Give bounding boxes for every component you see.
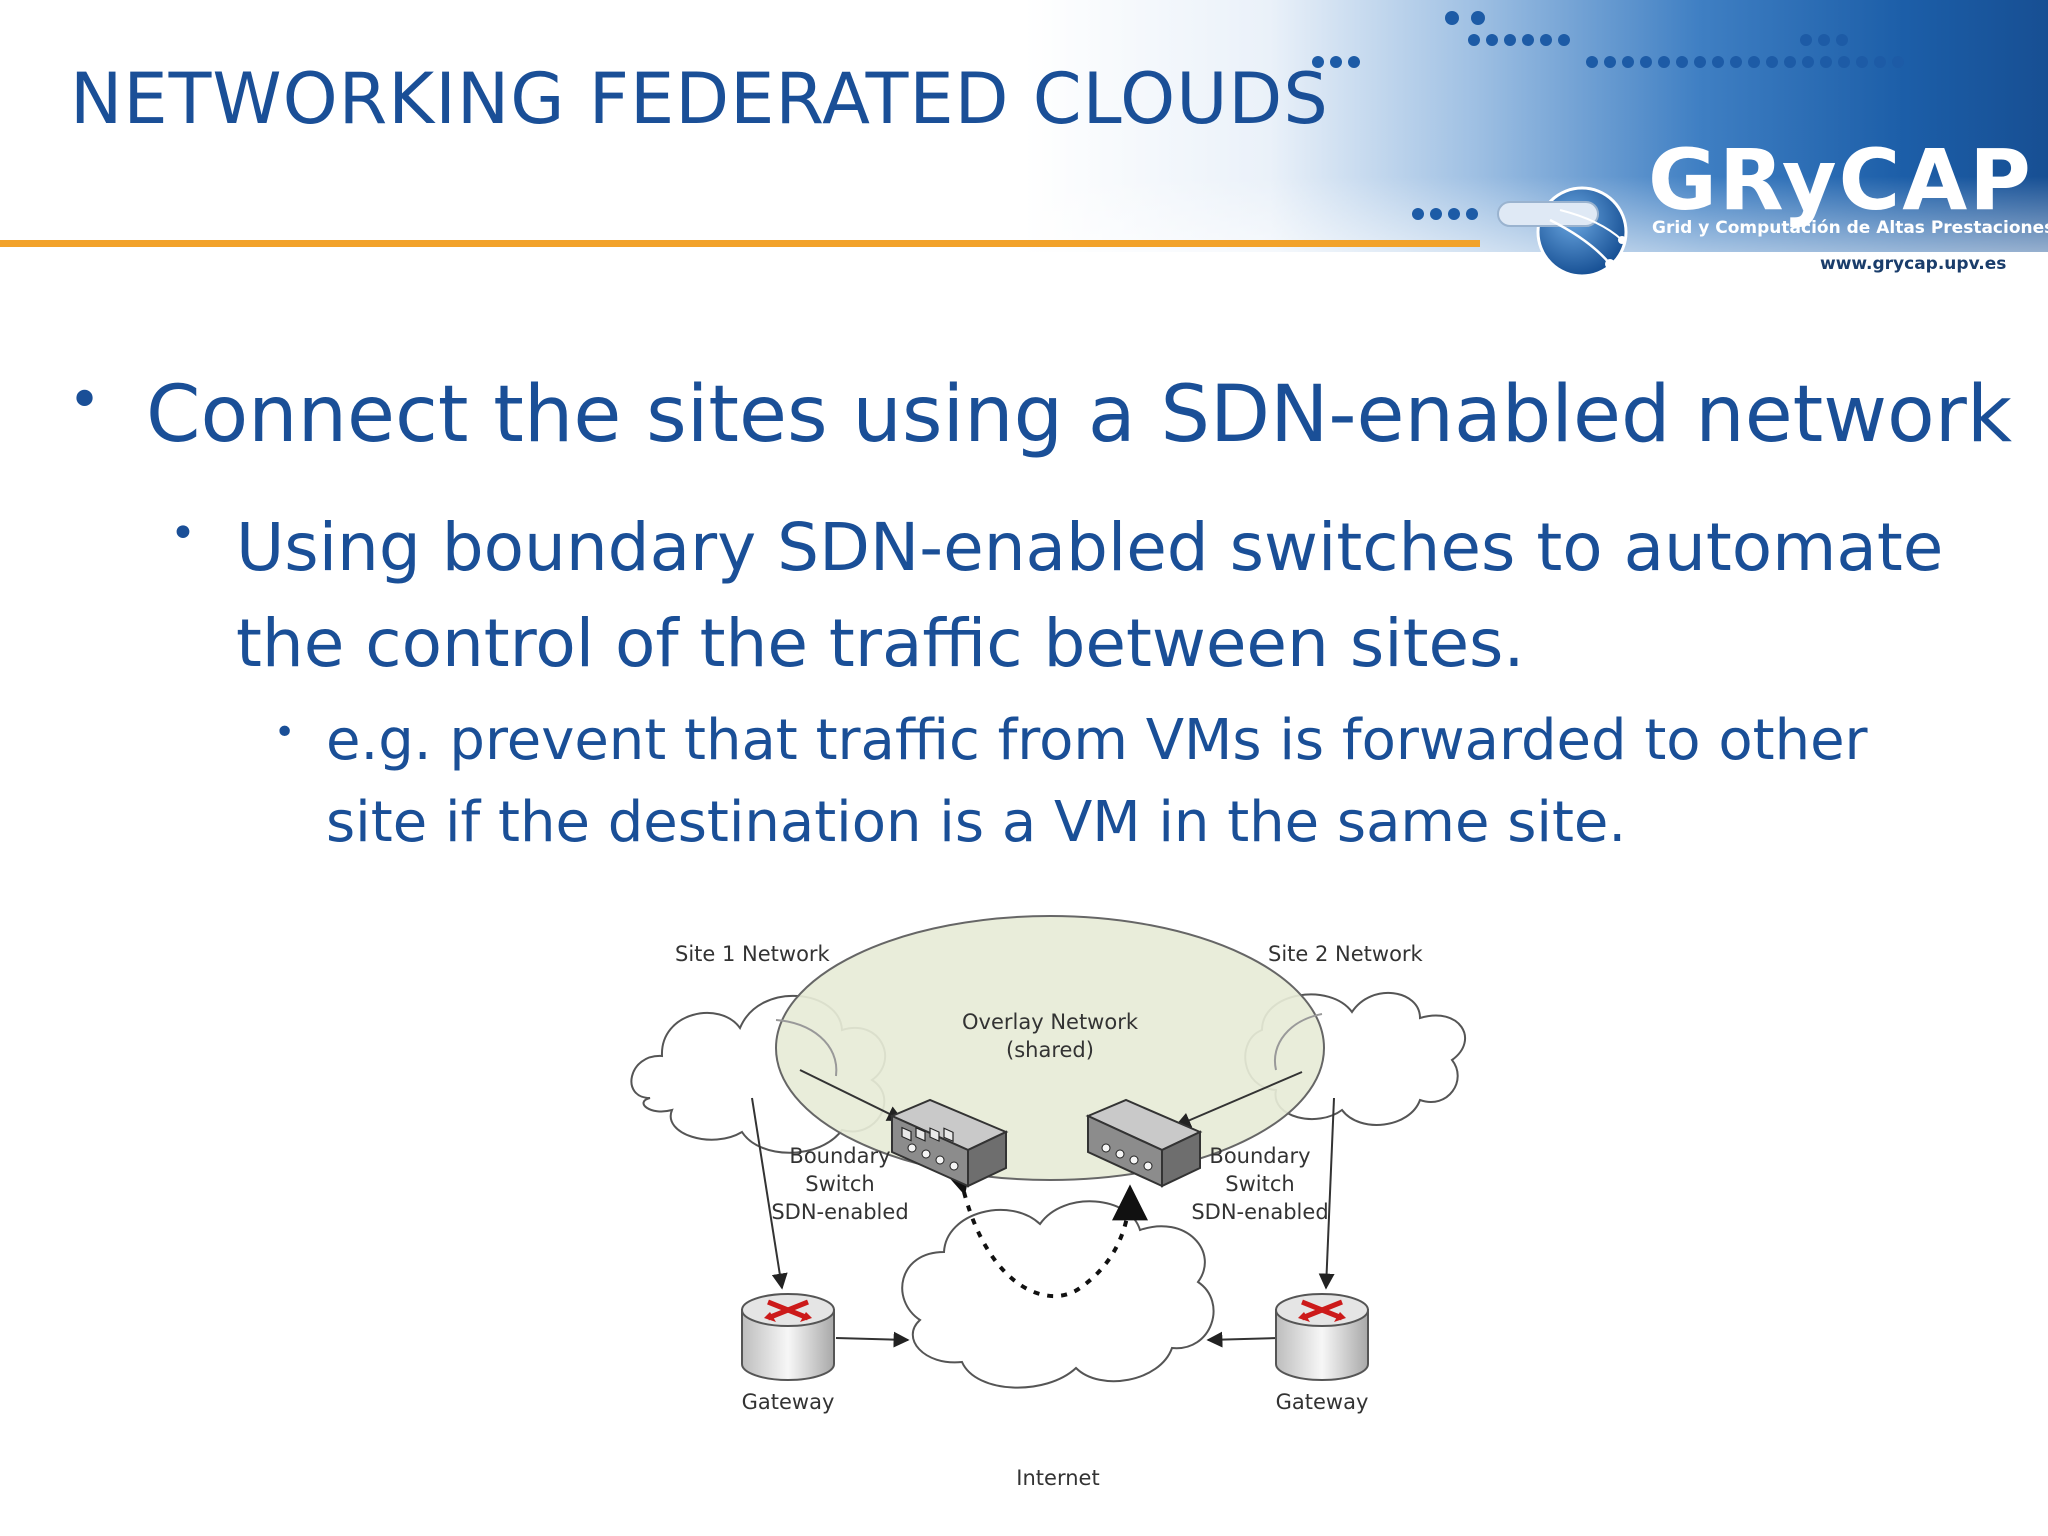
overlay-label: Overlay Network (shared) <box>962 1010 1138 1062</box>
logo-tagline: Grid y Computación de Altas Prestaciones <box>1652 218 2048 238</box>
decorative-dots <box>1312 11 1904 220</box>
switch2-network-switch-icon <box>1085 1098 1203 1188</box>
gateway2-label: Gateway <box>1275 1390 1369 1414</box>
globe-logo-icon <box>1497 186 1628 278</box>
internet-label: Internet <box>1016 1466 1100 1490</box>
site1-label: Site 1 Network <box>675 942 830 966</box>
gateway1-router-icon <box>741 1293 835 1381</box>
bullet-marker: • <box>170 508 196 559</box>
site2-label: Site 2 Network <box>1268 942 1423 966</box>
switch2-label: Boundary Switch SDN-enabled <box>1191 1144 1329 1224</box>
bullet-marker: • <box>274 712 296 753</box>
gateway1-label: Gateway <box>741 1390 835 1414</box>
bullet-level1: Connect the sites using a SDN-enabled ne… <box>146 370 2013 460</box>
logo-url[interactable]: www.grycap.upv.es <box>1820 254 2007 274</box>
internet-cloud-icon <box>901 1200 1215 1389</box>
switch1-label: Boundary Switch SDN-enabled <box>771 1144 909 1224</box>
bullet-level3: e.g. prevent that traffic from VMs is fo… <box>326 708 1868 855</box>
switch1-network-switch-icon <box>889 1098 1009 1188</box>
logo-wordmark: GRyCAP <box>1648 131 2033 229</box>
bullet-marker: • <box>68 368 102 433</box>
title-underline <box>0 240 1480 247</box>
bullet-level2: Using boundary SDN-enabled switches to a… <box>236 509 1944 682</box>
gateway2-router-icon <box>1275 1293 1369 1381</box>
header-fade <box>0 0 2048 252</box>
slide-title: NETWORKING FEDERATED CLOUDS <box>70 58 1329 140</box>
